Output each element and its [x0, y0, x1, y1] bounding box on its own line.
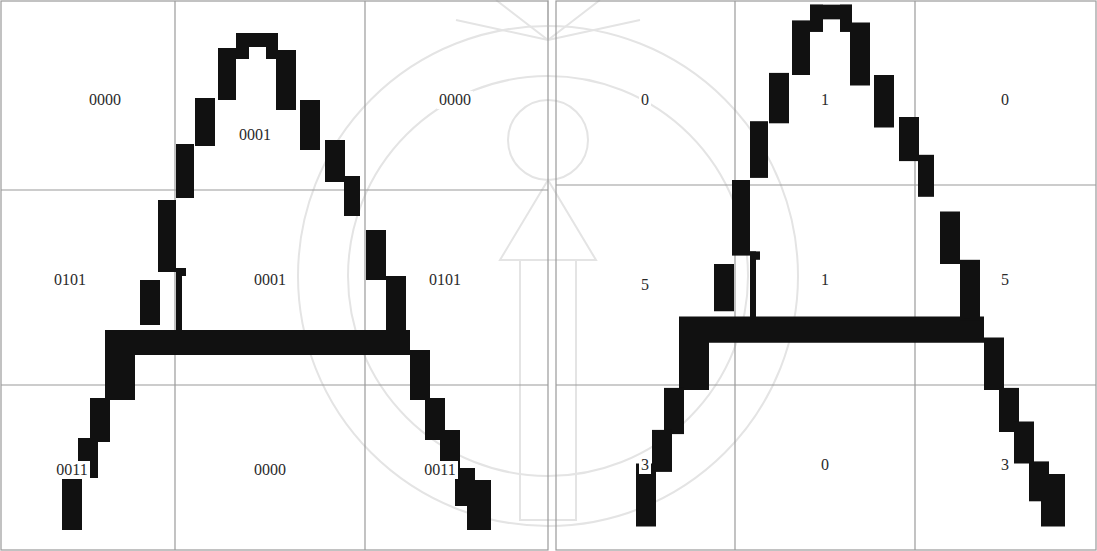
- cell-code: 1: [819, 271, 831, 289]
- cell-code: 0: [639, 91, 651, 109]
- cell-code: 0: [999, 91, 1011, 109]
- cell-code: 5: [639, 276, 651, 294]
- cell-code: 0101: [52, 271, 88, 289]
- cell-code: 3: [999, 456, 1011, 474]
- cell-code: 0001: [252, 271, 288, 289]
- cell-code: 0011: [54, 461, 89, 479]
- cell-code: 3: [639, 456, 651, 474]
- cell-code: 0001: [237, 126, 273, 144]
- cell-code: 5: [999, 271, 1011, 289]
- cell-code: 0000: [437, 91, 473, 109]
- cell-code: 0000: [252, 461, 288, 479]
- cell-code: 0011: [422, 461, 457, 479]
- cell-code: 0000: [87, 91, 123, 109]
- cell-code: 0101: [427, 271, 463, 289]
- cell-code: 1: [819, 91, 831, 109]
- cell-code: 0: [819, 456, 831, 474]
